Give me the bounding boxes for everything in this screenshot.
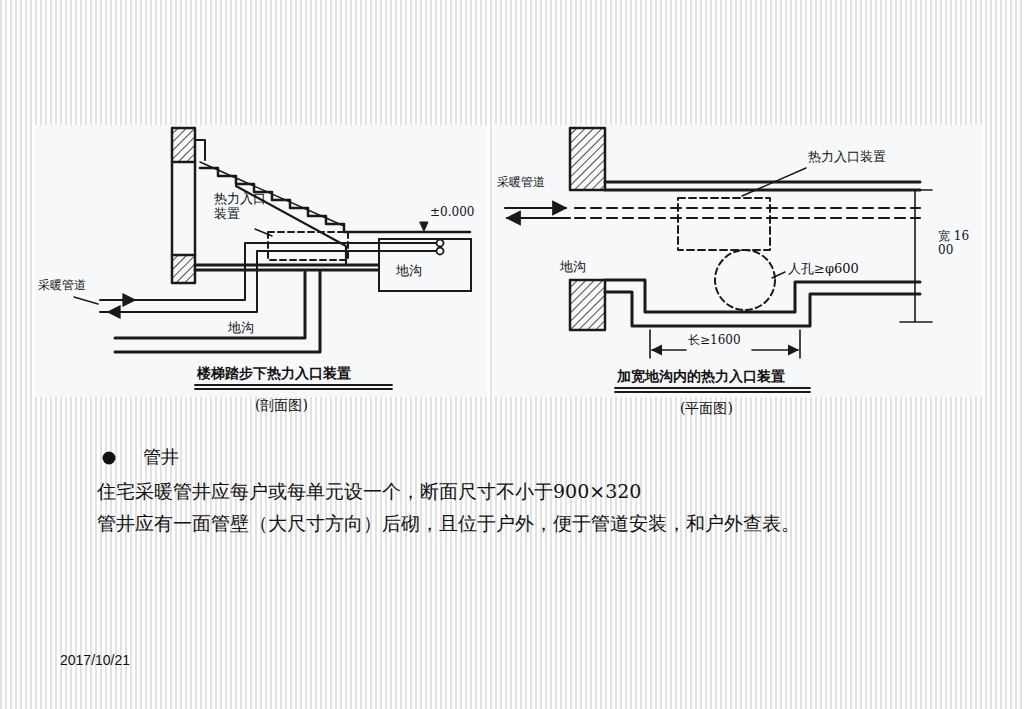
- sketch-rect: [172, 128, 195, 162]
- sketch-rect: [678, 198, 770, 250]
- sketch-path: [195, 265, 378, 270]
- sketch-path: [900, 190, 932, 322]
- sketch-rect: [172, 255, 195, 283]
- sketch-path: [507, 217, 570, 219]
- sketch-rect: [570, 280, 605, 330]
- sketch-path: [108, 311, 140, 313]
- sketch-path: [605, 280, 920, 312]
- sketch-path: [172, 162, 195, 255]
- trench-label: 地沟: [228, 321, 254, 336]
- sketch-rect: [493, 125, 983, 397]
- bullet-dot: [103, 452, 116, 465]
- sketch-path: [505, 207, 566, 209]
- callout-label: 热力入口装置: [808, 150, 886, 165]
- box-label: 地沟: [396, 264, 470, 279]
- pipe-label: 采暖管道: [38, 279, 86, 293]
- sketch-path: [652, 349, 686, 351]
- plan-sketch: [493, 125, 983, 397]
- sketch-path: [752, 349, 798, 351]
- sketch-path: [74, 297, 98, 304]
- sketch-rect: [268, 232, 348, 260]
- pipe-label: 采暖管道: [497, 176, 545, 190]
- sketch-circle: [437, 240, 444, 247]
- sketch-path: [420, 222, 428, 231]
- sketch-path: [605, 182, 920, 190]
- sketch-path: [195, 140, 205, 160]
- dimension-label: 长≥1600: [688, 334, 741, 348]
- elevation-mark: ±0.000: [430, 206, 474, 220]
- figure-caption: (剖面图): [255, 397, 308, 413]
- section-sketch: [35, 125, 487, 397]
- sketch-rect: [570, 128, 605, 190]
- sketch-caption: 加宽地沟内的热力入口装置: [617, 368, 785, 384]
- sketch-rect: [35, 125, 487, 397]
- trench-label: 地沟: [560, 260, 586, 275]
- callout-label: 人孔≥φ600: [788, 262, 859, 277]
- body-text: 管井应有一面管壁（大尺寸方向）后砌，且位于户外，便于管道安装，和户外查表。: [97, 513, 800, 535]
- sketch-path: [100, 251, 436, 312]
- sketch-caption: 楼梯踏步下热力入口装置: [197, 365, 351, 381]
- trench-box: 地沟: [378, 238, 472, 292]
- sketch-path: [200, 162, 344, 226]
- sketch-path: [615, 388, 810, 392]
- sketch-path: [742, 168, 806, 196]
- callout-label: 热力入口 装置: [214, 192, 271, 222]
- bullet-heading: 管井: [143, 447, 179, 468]
- sketch-path: [195, 385, 392, 389]
- sketch-path: [772, 272, 785, 278]
- sketch-circle: [715, 250, 775, 310]
- sketch-circle: [437, 248, 444, 255]
- sketch-path: [605, 292, 920, 326]
- sketch-path: [575, 208, 920, 218]
- date-footer: 2017/10/21: [60, 652, 130, 668]
- figure-caption: (平面图): [680, 400, 733, 416]
- sketch-path: [115, 272, 320, 352]
- sketch-path: [650, 330, 800, 358]
- sketch-path: [255, 229, 272, 236]
- body-text: 住宅采暖管井应每户或每单元设一个，断面尺寸不小于900×320: [97, 481, 641, 503]
- dimension-label: 宽 1600: [938, 230, 973, 258]
- sketch-path: [110, 299, 135, 301]
